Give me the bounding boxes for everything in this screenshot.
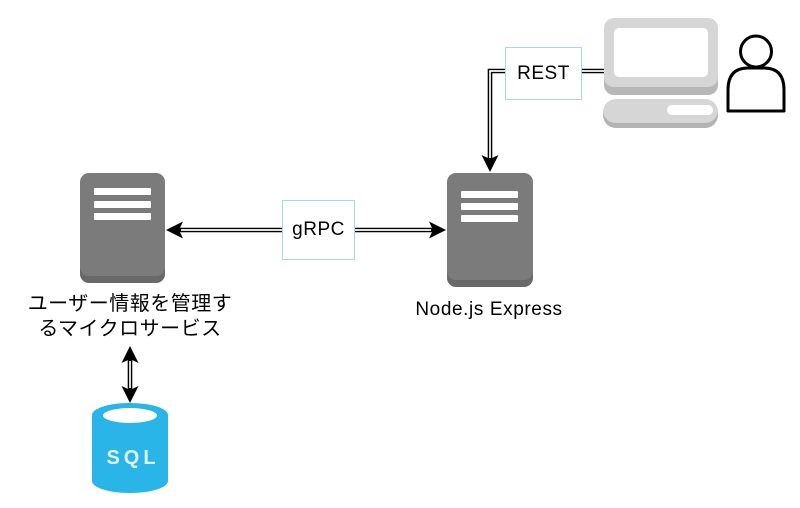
server-slot-bar <box>94 213 151 220</box>
user-icon <box>726 34 786 113</box>
laptop-screen <box>614 28 708 77</box>
server-slot-bar <box>461 215 518 222</box>
microservice-server-icon <box>80 173 165 283</box>
rest-label-box: REST <box>505 47 582 100</box>
grpc-label-box: gRPC <box>282 200 355 260</box>
laptop-monitor-icon <box>604 18 718 95</box>
server-slot-bar <box>94 201 151 208</box>
server-slot-bar <box>461 203 518 210</box>
database-arrow <box>121 346 139 403</box>
laptop-keyboard-icon <box>603 99 718 128</box>
sql-database-icon: SQL <box>92 403 168 493</box>
server-slot-bar <box>94 188 151 195</box>
rest-label: REST <box>517 62 570 84</box>
microservice-label-line1: ユーザー情報を管理す <box>27 293 233 315</box>
nodejs-label: Node.js Express <box>415 299 563 320</box>
laptop-keyboard-pill <box>667 105 713 115</box>
microservice-label: ユーザー情報を管理す るマイクロサービス <box>10 292 250 342</box>
sql-label: SQL <box>106 447 159 469</box>
grpc-label: gRPC <box>292 219 345 240</box>
server-slot-bar <box>461 191 518 198</box>
microservice-label-line2: るマイクロサービス <box>38 318 222 340</box>
nodejs-server-icon <box>447 173 533 287</box>
